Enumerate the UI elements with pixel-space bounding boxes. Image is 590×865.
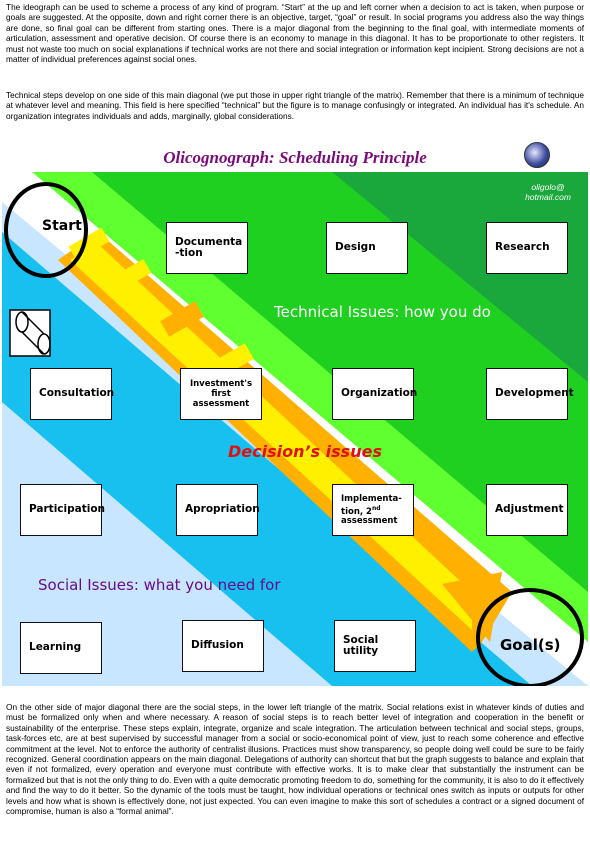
box-implementation-label: Implementa-tion, 2nd assessment: [341, 494, 405, 527]
arrow-step-2: [108, 259, 152, 293]
box-organization-label: Organization: [341, 387, 418, 400]
box-development-label: Development: [495, 387, 574, 400]
box-appropriation-label: Apropriation: [185, 503, 260, 516]
start-circle: [4, 182, 88, 278]
implementation-text-b: assessment: [341, 516, 398, 527]
box-social-utility-label: Social utility: [343, 633, 379, 657]
box-design-label: Design: [335, 241, 376, 254]
box-appropriation: Apropriation: [176, 484, 260, 536]
logo-icon: [524, 142, 550, 168]
outro-paragraph: On the other side of major diagonal ther…: [6, 702, 584, 817]
start-label: Start: [42, 218, 82, 234]
intro-paragraph-1: The ideograph can be used to scheme a pr…: [6, 2, 584, 65]
box-investment-label: Investment's first assessment: [189, 379, 253, 409]
box-learning-label: Learning: [29, 641, 82, 654]
diagram-title: Olicognograph: Scheduling Principle: [163, 148, 427, 167]
box-research: Research: [486, 222, 568, 274]
arrow-step-1: [68, 227, 110, 261]
goal-label: Goal(s): [500, 636, 561, 654]
technical-issues-label: Technical Issues: how you do: [274, 303, 491, 321]
box-research-label: Research: [495, 241, 550, 254]
box-diffusion-label: Diffusion: [191, 639, 244, 652]
cylinder-icon: [9, 309, 51, 357]
intro-paragraph-2: Technical steps develop on one side of t…: [6, 90, 584, 121]
box-participation-label: Participation: [29, 503, 106, 516]
box-organization: Organization: [332, 368, 418, 420]
band-light-blue-lower: [2, 402, 332, 686]
goal-circle: [476, 588, 584, 686]
box-documentation-label: Documenta -tion: [175, 235, 243, 259]
box-participation: Participation: [20, 484, 106, 536]
box-social-utility: Social utility: [334, 620, 416, 672]
band-light-green: [32, 172, 588, 642]
email-line-2: hotmail.com: [525, 192, 571, 202]
box-development: Development: [486, 368, 574, 420]
email-line-1: oligolo@: [531, 182, 565, 192]
arrow-head: [442, 572, 502, 642]
implementation-sup: nd: [371, 504, 381, 512]
box-implementation: Implementa-tion, 2nd assessment: [332, 484, 414, 536]
decision-issues-label: Decision’s issues: [228, 442, 382, 461]
social-issues-label: Social Issues: what you need for: [38, 576, 281, 594]
box-learning: Learning: [20, 622, 102, 674]
box-adjustment: Adjustment: [486, 484, 568, 536]
email-label: oligolo@ hotmail.com: [516, 182, 580, 202]
implementation-text-a: Implementa-tion, 2: [341, 493, 402, 517]
box-consultation: Consultation: [30, 368, 115, 420]
box-investment: Investment's first assessment: [180, 368, 262, 420]
box-consultation-label: Consultation: [39, 387, 115, 400]
box-documentation: Documenta -tion: [166, 222, 248, 274]
box-diffusion: Diffusion: [182, 620, 264, 672]
box-adjustment-label: Adjustment: [495, 503, 564, 516]
arrow-step-3: [160, 301, 204, 337]
box-design: Design: [326, 222, 408, 274]
